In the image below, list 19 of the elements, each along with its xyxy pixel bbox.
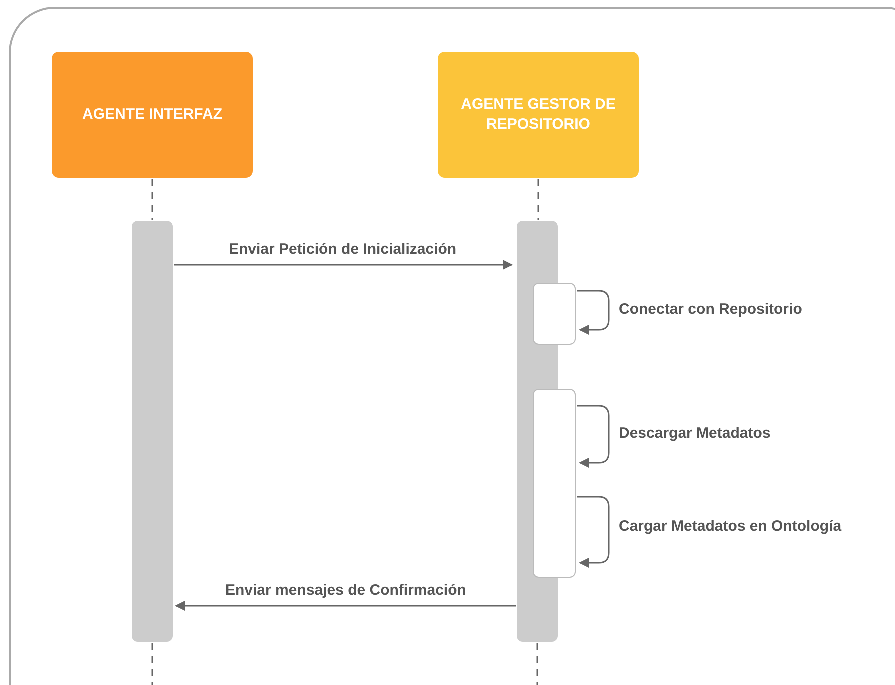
edge-label: Enviar mensajes de Confirmación <box>224 582 468 598</box>
activation-box <box>533 389 576 578</box>
lifeline-header: AGENTE GESTOR DE REPOSITORIO <box>438 52 639 178</box>
message-arrow <box>577 496 610 568</box>
message-arrow <box>577 290 610 335</box>
lifeline <box>536 643 538 685</box>
edge-label: Conectar con Repositorio <box>617 300 804 318</box>
lifeline <box>152 179 154 220</box>
activation-bar <box>132 221 173 642</box>
edge-label: Enviar Petición de Inicialización <box>227 240 459 258</box>
lifeline-header: AGENTE INTERFAZ <box>52 52 253 178</box>
message-arrow <box>174 260 513 270</box>
message-arrow <box>175 601 516 611</box>
message-arrow <box>577 405 610 468</box>
lifeline <box>152 643 154 685</box>
edge-label: Descargar Metadatos <box>617 424 773 442</box>
edge-label: Cargar Metadatos en Ontología <box>617 518 844 534</box>
activation-box <box>533 283 576 345</box>
lifeline <box>538 179 540 220</box>
